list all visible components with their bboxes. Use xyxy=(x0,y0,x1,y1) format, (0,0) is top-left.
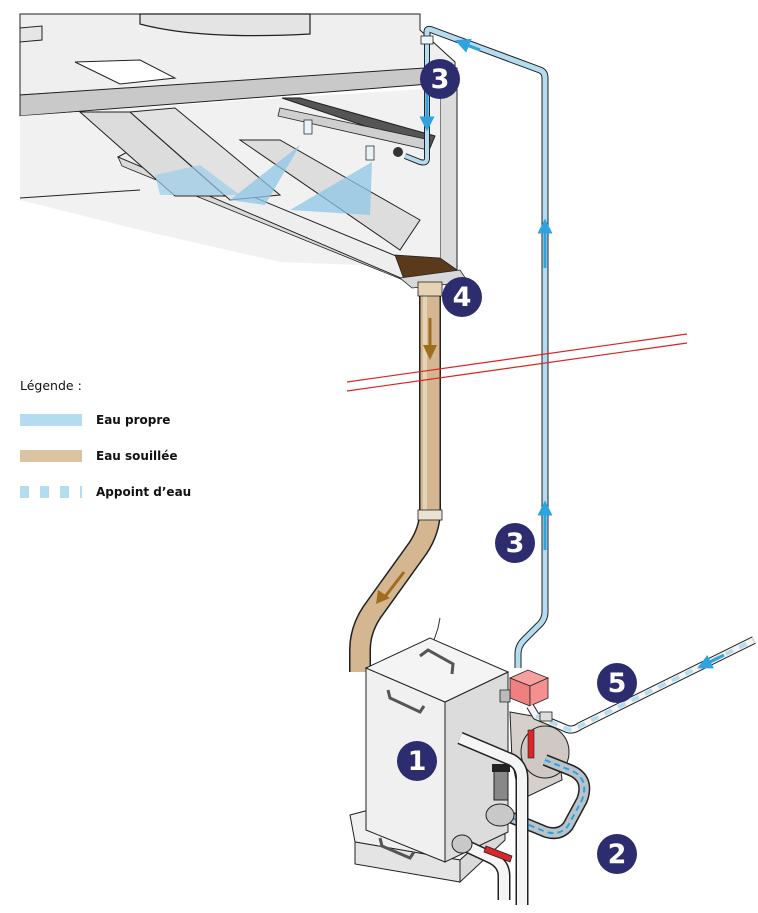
top-plate xyxy=(74,59,177,85)
legend-label: Eau propre xyxy=(96,412,171,427)
dirty-arrow-head-diag xyxy=(376,590,390,604)
solenoid-valve xyxy=(499,669,550,707)
dirty-water-pipe xyxy=(349,281,443,672)
badge-1: 1 xyxy=(397,741,437,781)
badge-3-mid: 3 xyxy=(495,523,535,563)
kitchen-hood xyxy=(19,13,469,289)
flow-arrow-top xyxy=(455,38,481,53)
legend: Légende : Eau propre Eau souillée Appoin… xyxy=(20,378,191,521)
legend-item-dirty-water: Eau souillée xyxy=(20,448,191,463)
makeup-flow-arrow xyxy=(697,653,725,669)
drain-valve xyxy=(451,834,473,854)
lid-handle xyxy=(419,648,455,675)
pressure-switch xyxy=(493,769,509,801)
legend-label: Appoint d’eau xyxy=(96,484,192,499)
tank-cable xyxy=(433,617,441,641)
section-cut-lines xyxy=(346,333,688,392)
nozzle-1 xyxy=(303,119,313,135)
badge-3-top: 3 xyxy=(420,59,460,99)
pipe-coupling xyxy=(420,35,434,45)
drain-coupling xyxy=(417,509,443,521)
clean-water-pipe xyxy=(403,25,553,668)
pump-assembly xyxy=(451,711,591,905)
spray-cone-1 xyxy=(230,145,300,205)
drain-fitting-top xyxy=(417,281,443,297)
tank-lid xyxy=(364,637,510,703)
badge-2: 2 xyxy=(597,834,637,874)
dirty-water-swatch xyxy=(20,449,82,462)
valve-fitting xyxy=(499,689,511,703)
clean-water-swatch xyxy=(20,413,82,426)
drain-valve-handle xyxy=(483,845,513,863)
legend-item-makeup-water: Appoint d’eau xyxy=(20,484,192,499)
pump-red-indicator xyxy=(527,729,535,759)
legend-item-clean-water: Eau propre xyxy=(20,412,191,427)
dirty-flow-arrow-diag xyxy=(382,571,406,599)
base-handle xyxy=(378,837,416,860)
spray-zone-1 xyxy=(155,165,240,195)
top-plate-small xyxy=(19,25,43,43)
makeup-water-pipe xyxy=(526,636,756,734)
makeup-water-swatch xyxy=(20,485,82,498)
pump-valve xyxy=(485,803,515,827)
badge-5: 5 xyxy=(597,663,637,703)
dirty-arrow-head-down xyxy=(423,345,437,360)
legend-label: Eau souillée xyxy=(96,448,178,463)
spray-cone-2 xyxy=(290,162,372,215)
badge-4: 4 xyxy=(442,277,482,317)
exhaust-duct xyxy=(139,13,311,37)
nozzle-2 xyxy=(365,145,375,161)
front-handle xyxy=(386,689,426,714)
legend-title: Légende : xyxy=(20,378,82,393)
spray-bar-fitting xyxy=(393,147,403,157)
makeup-coupling xyxy=(539,711,553,722)
